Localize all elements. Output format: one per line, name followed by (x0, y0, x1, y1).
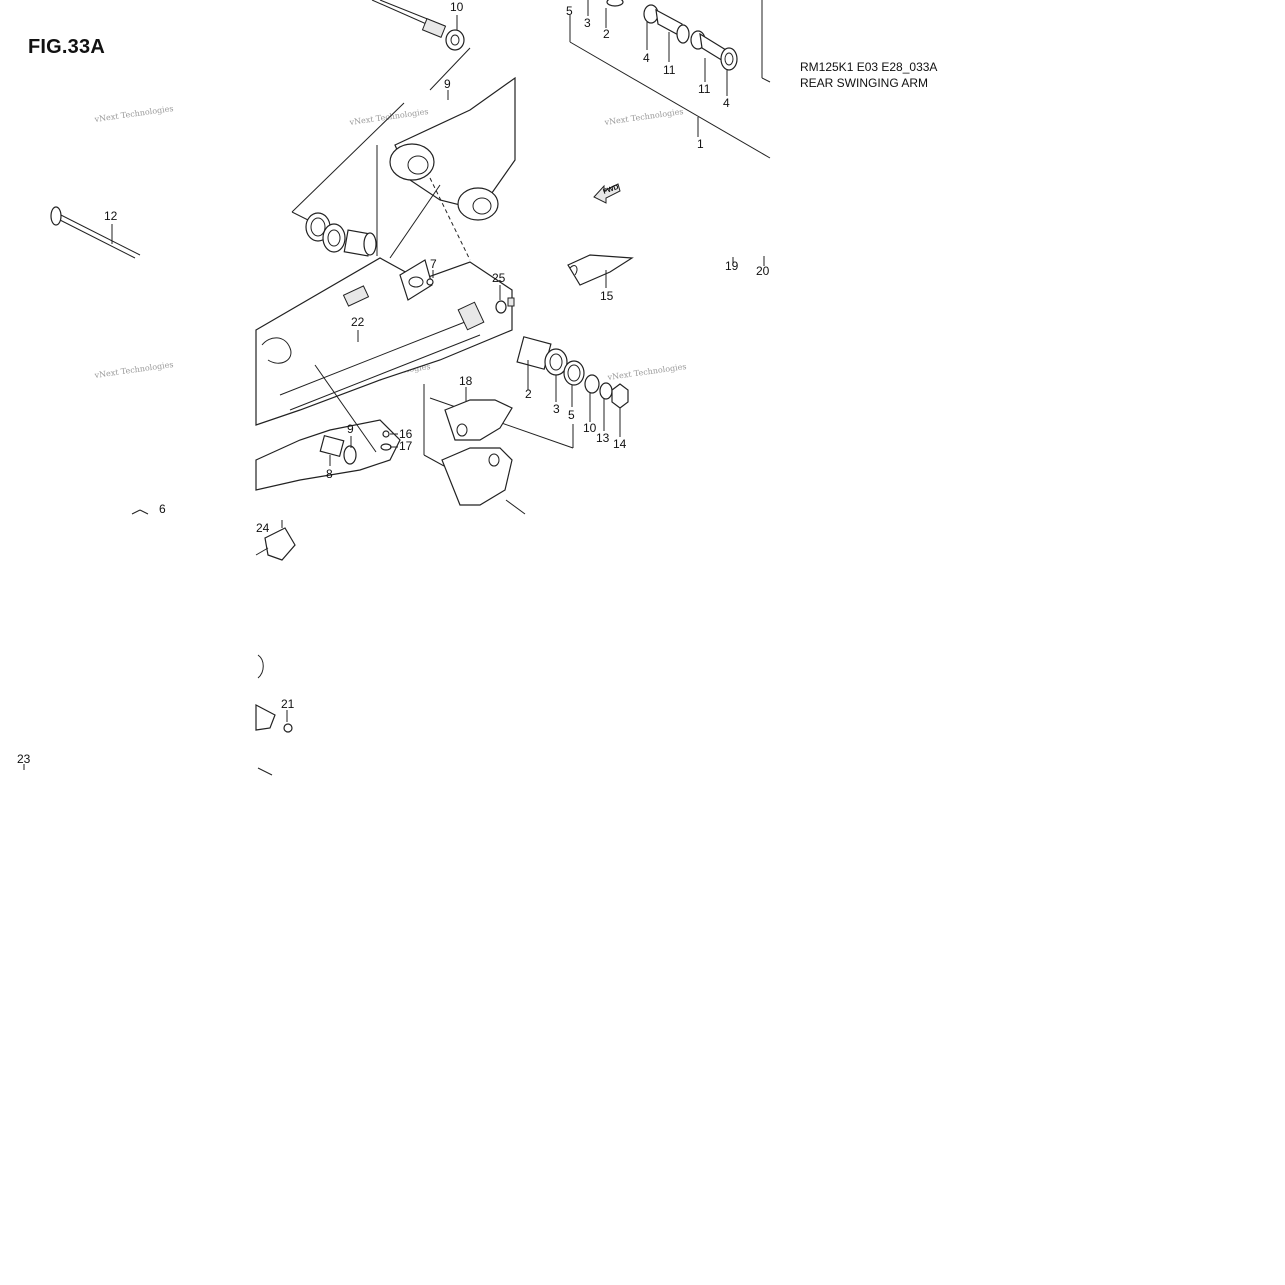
watermark: vNext Technologies (93, 104, 174, 124)
callout-5: 5 (566, 4, 573, 18)
callout-8: 8 (326, 467, 333, 481)
callout-10: 10 (583, 421, 597, 435)
callout-3: 3 (584, 16, 591, 30)
callout-7: 7 (430, 257, 437, 271)
figure-meta: RM125K1 E03 E28_033A REAR SWINGING ARM (800, 59, 937, 91)
callout-18: 18 (459, 374, 473, 388)
callout-4: 4 (723, 96, 730, 110)
small-nut (495, 297, 515, 314)
figure-title: FIG.33A (28, 36, 105, 58)
callout-9: 9 (347, 422, 354, 436)
bushing-set-top (569, 0, 771, 159)
callout-11: 11 (698, 82, 711, 96)
callout-25: 25 (492, 271, 506, 285)
watermark: vNext Technologies (606, 362, 687, 382)
callout-17: 17 (399, 439, 413, 453)
watermark: vNext Technologies (93, 360, 174, 380)
pivot-bolt (50, 206, 141, 259)
callout-labels: 1 2 2 3 3 4 4 5 5 6 7 8 9 9 10 10 11 11 … (17, 0, 770, 766)
figure-code: RM125K1 E03 E28_033A (800, 60, 938, 74)
callout-20: 20 (756, 264, 770, 278)
swing-arm-upper (389, 76, 516, 261)
callout-9: 9 (444, 77, 451, 91)
callout-14: 14 (613, 437, 627, 451)
callout-10: 10 (450, 0, 464, 14)
bushing-lower (314, 364, 377, 465)
callout-12: 12 (104, 209, 118, 223)
fwd-arrow: FWD (593, 183, 621, 204)
callout-5: 5 (568, 408, 575, 422)
screw-washer (380, 430, 398, 451)
callout-11: 11 (663, 63, 676, 77)
chain-adjuster (399, 259, 434, 301)
callout-6: 6 (159, 502, 166, 516)
lower-clamp (255, 527, 296, 776)
callout-15: 15 (600, 289, 614, 303)
callout-16: 16 (399, 427, 413, 441)
callout-24: 24 (256, 521, 270, 535)
callout-13: 13 (596, 431, 610, 445)
callout-4: 4 (643, 51, 650, 65)
watermark: vNext Technologies (603, 107, 684, 127)
bearing-set-left (305, 212, 377, 257)
frame-outline (291, 47, 471, 256)
callout-19: 19 (725, 259, 739, 273)
callout-23: 23 (17, 752, 31, 766)
callout-2: 2 (525, 387, 532, 401)
chain-guide (423, 384, 526, 515)
swing-arm-body (255, 257, 513, 491)
callout-21: 21 (281, 697, 295, 711)
callout-22: 22 (351, 315, 365, 329)
figure-subtitle: REAR SWINGING ARM (800, 76, 929, 90)
callout-1: 1 (697, 137, 704, 151)
pivot-shaft (371, 0, 465, 51)
leader-lines (23, 0, 765, 770)
chain-buffer (567, 254, 634, 286)
watermark: vNext Technologies (348, 107, 429, 127)
callout-3: 3 (553, 402, 560, 416)
callout-2: 2 (603, 27, 610, 41)
